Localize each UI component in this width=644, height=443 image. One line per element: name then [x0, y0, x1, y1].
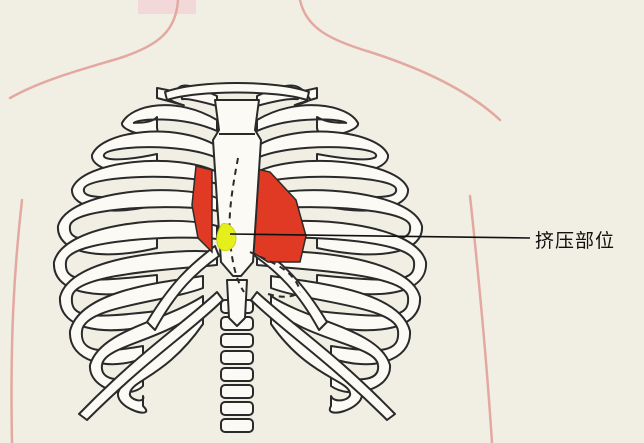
xiphoid-process	[227, 280, 247, 326]
vertebra-8	[221, 419, 253, 432]
vertebra-7	[221, 402, 253, 415]
compression-site-label: 挤压部位	[535, 226, 615, 253]
vertebra-5	[221, 368, 253, 381]
vertebra-3	[221, 334, 253, 347]
top-pink-smudge	[138, 0, 196, 14]
vertebra-6	[221, 385, 253, 398]
vertebra-4	[221, 351, 253, 364]
sternum-body	[213, 100, 261, 276]
